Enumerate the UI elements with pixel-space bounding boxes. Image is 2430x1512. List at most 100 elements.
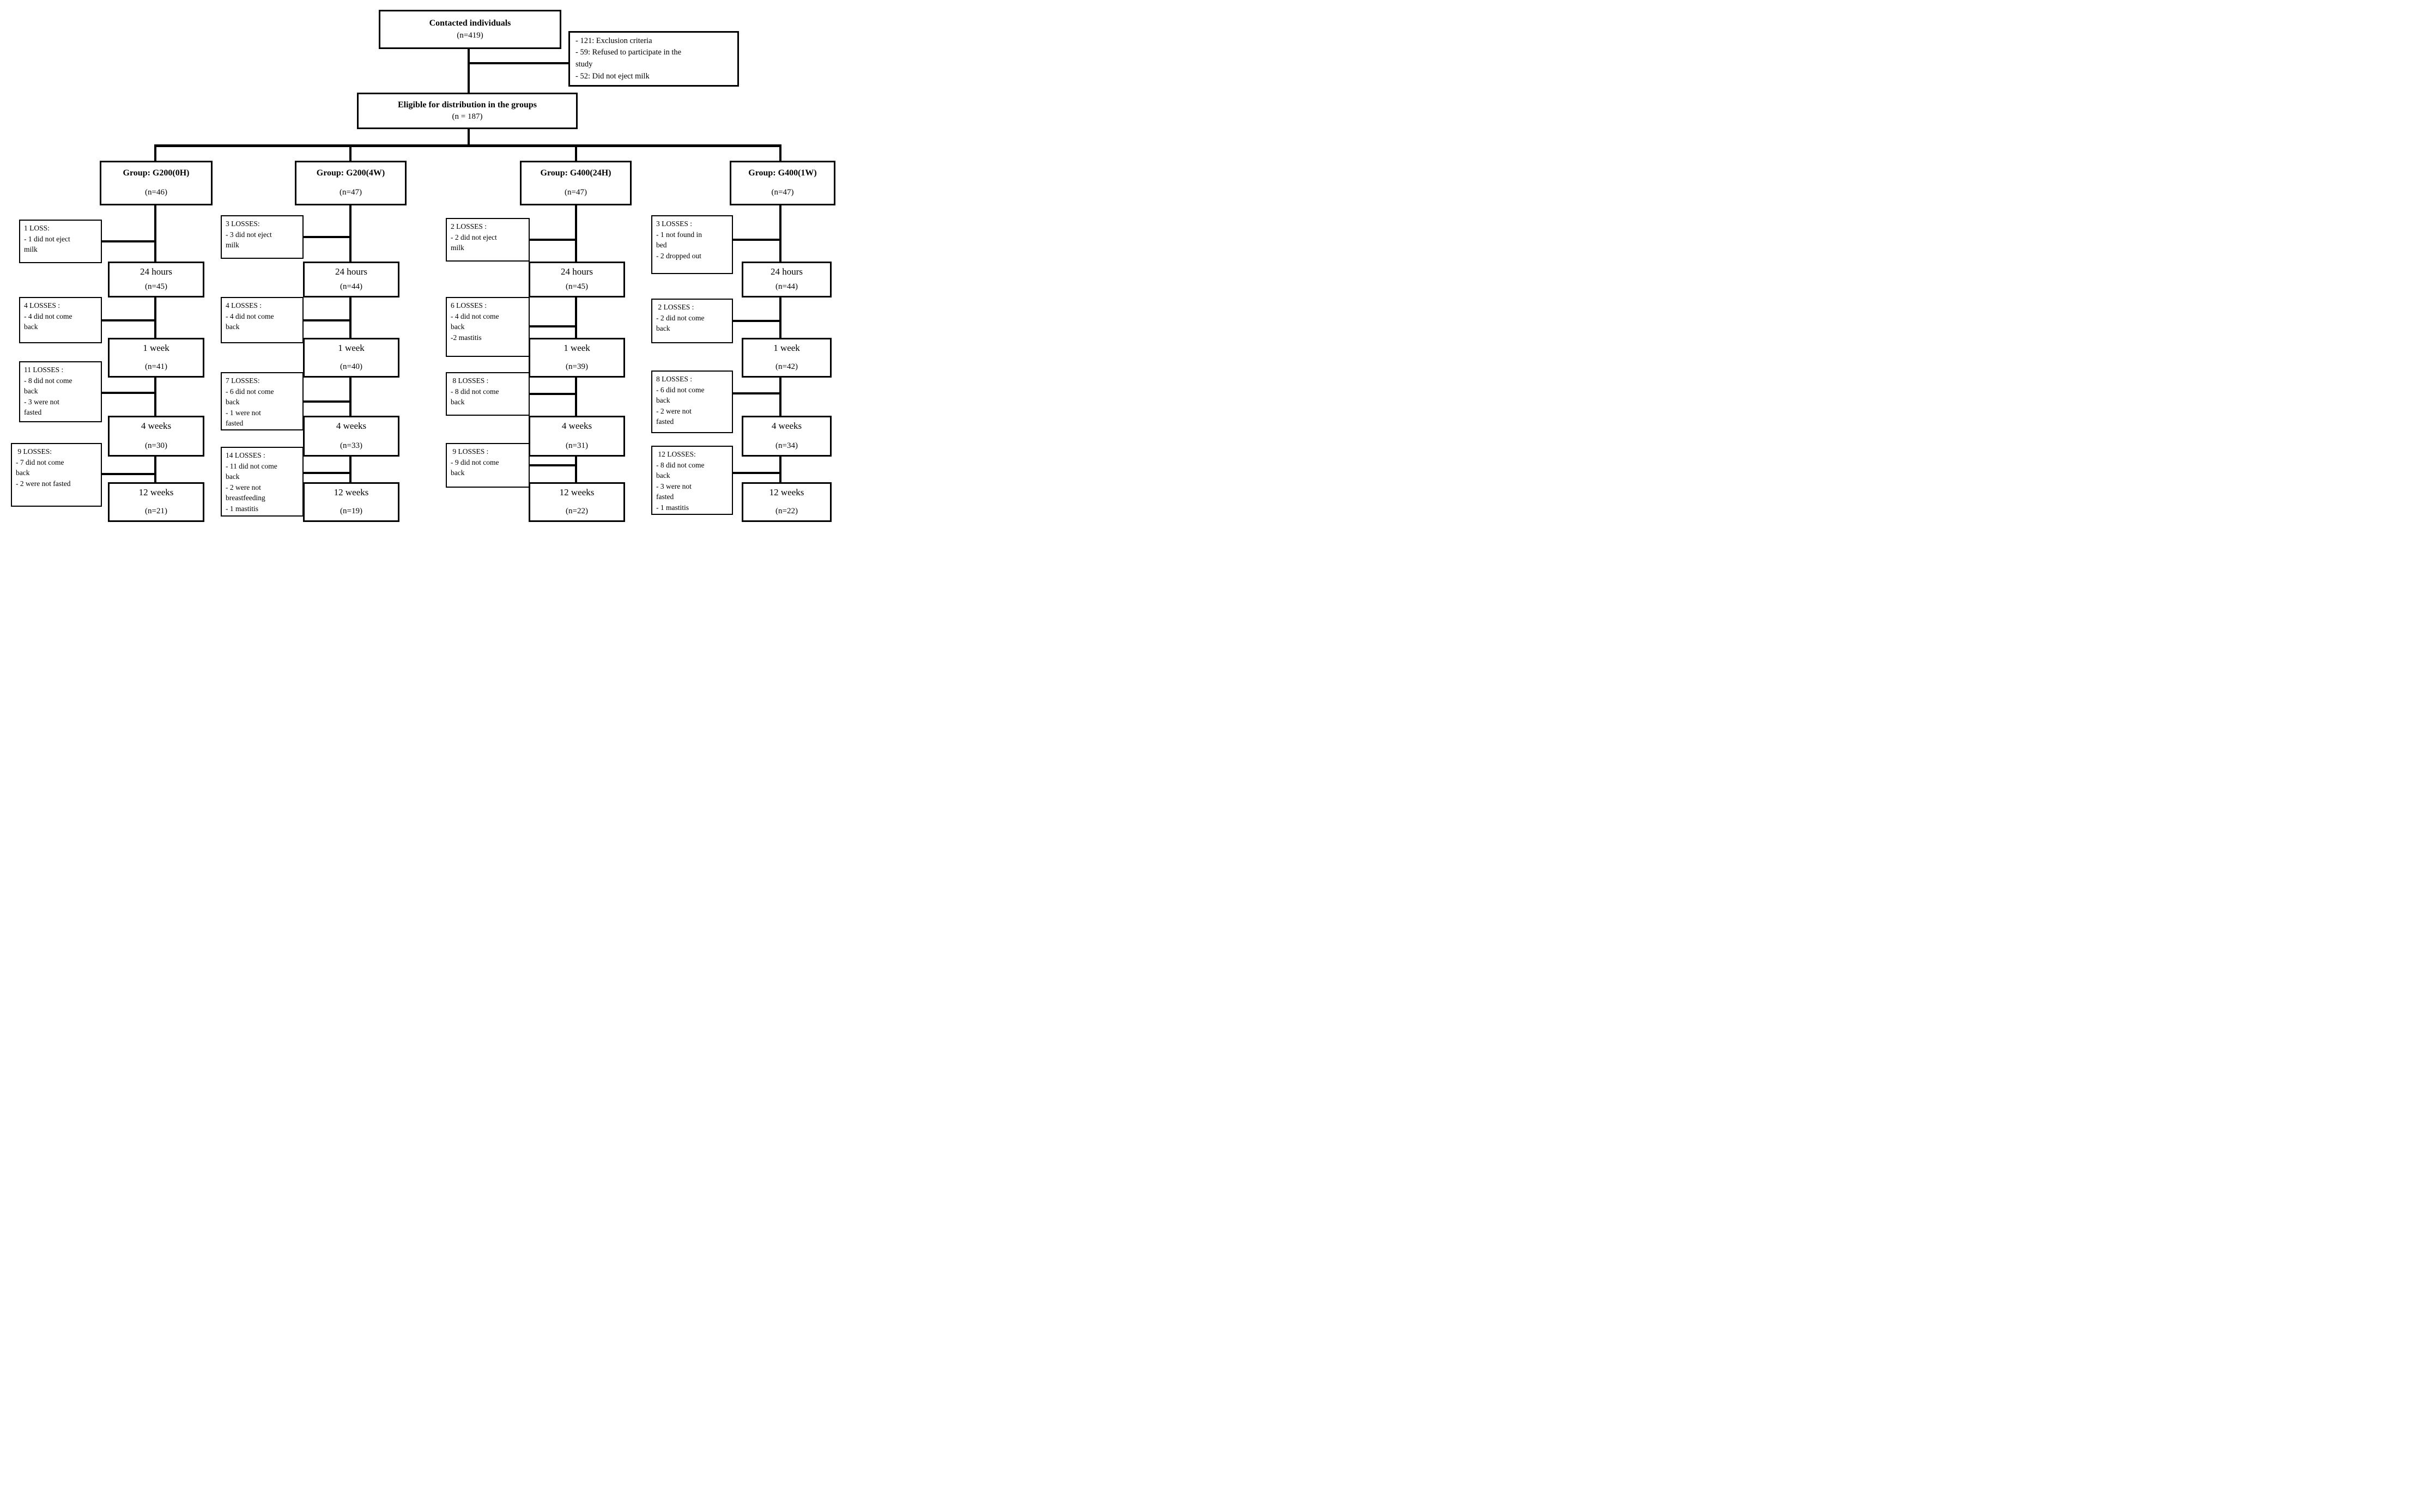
col3-loss-text-3: 8 LOSSES : - 8 did not come back (451, 377, 499, 406)
col3-spine-3 (575, 378, 577, 416)
contacted-eligible-line (468, 49, 470, 93)
col3-loss-box-2: 6 LOSSES : - 4 did not come back -2 mast… (446, 297, 530, 357)
col3-stage-12-weeks-n: (n=22) (566, 506, 588, 515)
col1-loss-box-1: 1 LOSS: - 1 did not eject milk (19, 220, 102, 263)
col3-stage-12-weeks-label: 12 weeks (559, 487, 595, 497)
col3-stub-line (575, 147, 577, 161)
col3-spine-1 (575, 205, 577, 262)
col4-stage-1-week-n: (n=42) (775, 362, 798, 371)
col3-loss-connector-1 (530, 239, 575, 241)
col4-stage-4-weeks: 4 weeks (n=34) (742, 416, 832, 457)
col3-loss-box-1: 2 LOSSES : - 2 did not eject milk (446, 218, 530, 262)
exclusion-connector-line (469, 62, 568, 64)
col2-loss-text-4: 14 LOSSES : - 11 did not come back - 2 w… (226, 451, 277, 513)
col2-stage-24-hours-n: (n=44) (340, 282, 362, 291)
col1-stage-12-weeks-n: (n=21) (145, 506, 167, 515)
col4-stage-4-weeks-n: (n=34) (775, 441, 798, 450)
col1-loss-connector-2 (102, 319, 154, 321)
col3-stage-1-week-label: 1 week (563, 343, 590, 353)
col1-loss-box-2: 4 LOSSES : - 4 did not come back (19, 297, 102, 343)
col4-stage-12-weeks-n: (n=22) (775, 506, 798, 515)
col3-stage-24-hours-n: (n=45) (566, 282, 588, 291)
col1-stage-1-week-n: (n=41) (145, 362, 167, 371)
distribution-line (154, 144, 781, 147)
col1-loss-box-4: 9 LOSSES: - 7 did not come back - 2 were… (11, 443, 102, 507)
col4-group-n: (n=47) (771, 187, 794, 197)
col3-stage-24-hours-label: 24 hours (560, 266, 593, 277)
col3-loss-box-4: 9 LOSSES : - 9 did not come back (446, 443, 530, 488)
col3-stage-4-weeks-n: (n=31) (566, 441, 588, 450)
col1-stage-24-hours-n: (n=45) (145, 282, 167, 291)
col1-spine-1 (154, 205, 156, 262)
col2-stage-24-hours-label: 24 hours (335, 266, 368, 277)
col2-loss-box-1: 3 LOSSES: - 3 did not eject milk (221, 215, 304, 259)
col1-group-title: Group: G200(0H) (123, 168, 190, 178)
col3-spine-2 (575, 297, 577, 338)
col3-group-box: Group: G400(24H) (n=47) (520, 161, 632, 205)
col1-stage-4-weeks-label: 4 weeks (141, 421, 172, 431)
col1-stage-4-weeks: 4 weeks (n=30) (108, 416, 204, 457)
col3-loss-connector-3 (530, 393, 575, 395)
col4-loss-text-3: 8 LOSSES : - 6 did not come back - 2 wer… (656, 375, 705, 426)
exclusion-reasons-text: - 121: Exclusion criteria - 59: Refused … (575, 36, 682, 81)
col3-loss-text-2: 6 LOSSES : - 4 did not come back -2 mast… (451, 301, 499, 342)
col2-spine-3 (349, 378, 352, 416)
col1-stage-4-weeks-n: (n=30) (145, 441, 167, 450)
col1-loss-text-2: 4 LOSSES : - 4 did not come back (24, 301, 72, 331)
col1-stage-24-hours-label: 24 hours (140, 266, 173, 277)
col2-spine-1 (349, 205, 352, 262)
col4-loss-box-3: 8 LOSSES : - 6 did not come back - 2 wer… (651, 371, 733, 433)
col2-group-title: Group: G200(4W) (316, 168, 385, 178)
col2-stage-1-week-label: 1 week (338, 343, 365, 353)
col2-loss-box-2: 4 LOSSES : - 4 did not come back (221, 297, 304, 343)
col1-stage-1-week-label: 1 week (143, 343, 169, 353)
eligible-title: Eligible for distribution in the groups (397, 100, 537, 110)
col1-loss-box-3: 11 LOSSES : - 8 did not come back - 3 we… (19, 361, 102, 422)
col4-stage-1-week-label: 1 week (773, 343, 800, 353)
col1-stage-24-hours: 24 hours (n=45) (108, 262, 204, 297)
col1-spine-3 (154, 378, 156, 416)
col2-spine-4 (349, 457, 352, 482)
col4-stage-12-weeks: 12 weeks (n=22) (742, 482, 832, 522)
contacted-box: Contacted individuals (n=419) (379, 10, 561, 49)
eligible-box: Eligible for distribution in the groups … (357, 93, 578, 129)
col1-loss-connector-4 (102, 473, 154, 475)
col2-stage-12-weeks-n: (n=19) (340, 506, 362, 515)
col4-spine-2 (779, 297, 781, 338)
col4-loss-connector-1 (733, 239, 779, 241)
col2-group-box: Group: G200(4W) (n=47) (295, 161, 407, 205)
col4-loss-text-4: 12 LOSSES: - 8 did not come back - 3 wer… (656, 450, 705, 512)
col4-stage-4-weeks-label: 4 weeks (771, 421, 802, 431)
col4-stage-1-week: 1 week (n=42) (742, 338, 832, 378)
col1-group-n: (n=46) (145, 187, 167, 197)
col3-group-title: Group: G400(24H) (540, 168, 611, 178)
col1-group-box: Group: G200(0H) (n=46) (100, 161, 213, 205)
col4-loss-text-1: 3 LOSSES : - 1 not found in bed - 2 drop… (656, 220, 702, 260)
col2-loss-text-3: 7 LOSSES: - 6 did not come back - 1 were… (226, 377, 274, 428)
col2-stage-12-weeks-label: 12 weeks (334, 487, 369, 497)
col4-spine-3 (779, 378, 781, 416)
col3-stage-4-weeks: 4 weeks (n=31) (529, 416, 625, 457)
col3-loss-connector-4 (530, 464, 575, 466)
col4-stage-24-hours: 24 hours (n=44) (742, 262, 832, 297)
eligible-n: (n = 187) (452, 112, 483, 122)
col3-stage-1-week: 1 week (n=39) (529, 338, 625, 378)
col3-stage-12-weeks: 12 weeks (n=22) (529, 482, 625, 522)
col4-stage-12-weeks-label: 12 weeks (769, 487, 804, 497)
col2-loss-box-3: 7 LOSSES: - 6 did not come back - 1 were… (221, 372, 304, 430)
col2-loss-connector-1 (304, 236, 349, 238)
col2-spine-2 (349, 297, 352, 338)
col2-stage-4-weeks-n: (n=33) (340, 441, 362, 450)
col1-stub-line (154, 147, 156, 161)
col1-stage-12-weeks: 12 weeks (n=21) (108, 482, 204, 522)
col4-loss-box-2: 2 LOSSES : - 2 did not come back (651, 299, 733, 343)
col4-stage-24-hours-n: (n=44) (775, 282, 798, 291)
col4-spine-4 (779, 457, 781, 482)
col3-group-n: (n=47) (565, 187, 587, 197)
col3-stage-1-week-n: (n=39) (566, 362, 588, 371)
col2-stub-line (349, 147, 352, 161)
col3-stage-24-hours: 24 hours (n=45) (529, 262, 625, 297)
col1-loss-text-3: 11 LOSSES : - 8 did not come back - 3 we… (24, 366, 72, 417)
col3-stage-4-weeks-label: 4 weeks (561, 421, 592, 431)
col3-loss-box-3: 8 LOSSES : - 8 did not come back (446, 372, 530, 416)
